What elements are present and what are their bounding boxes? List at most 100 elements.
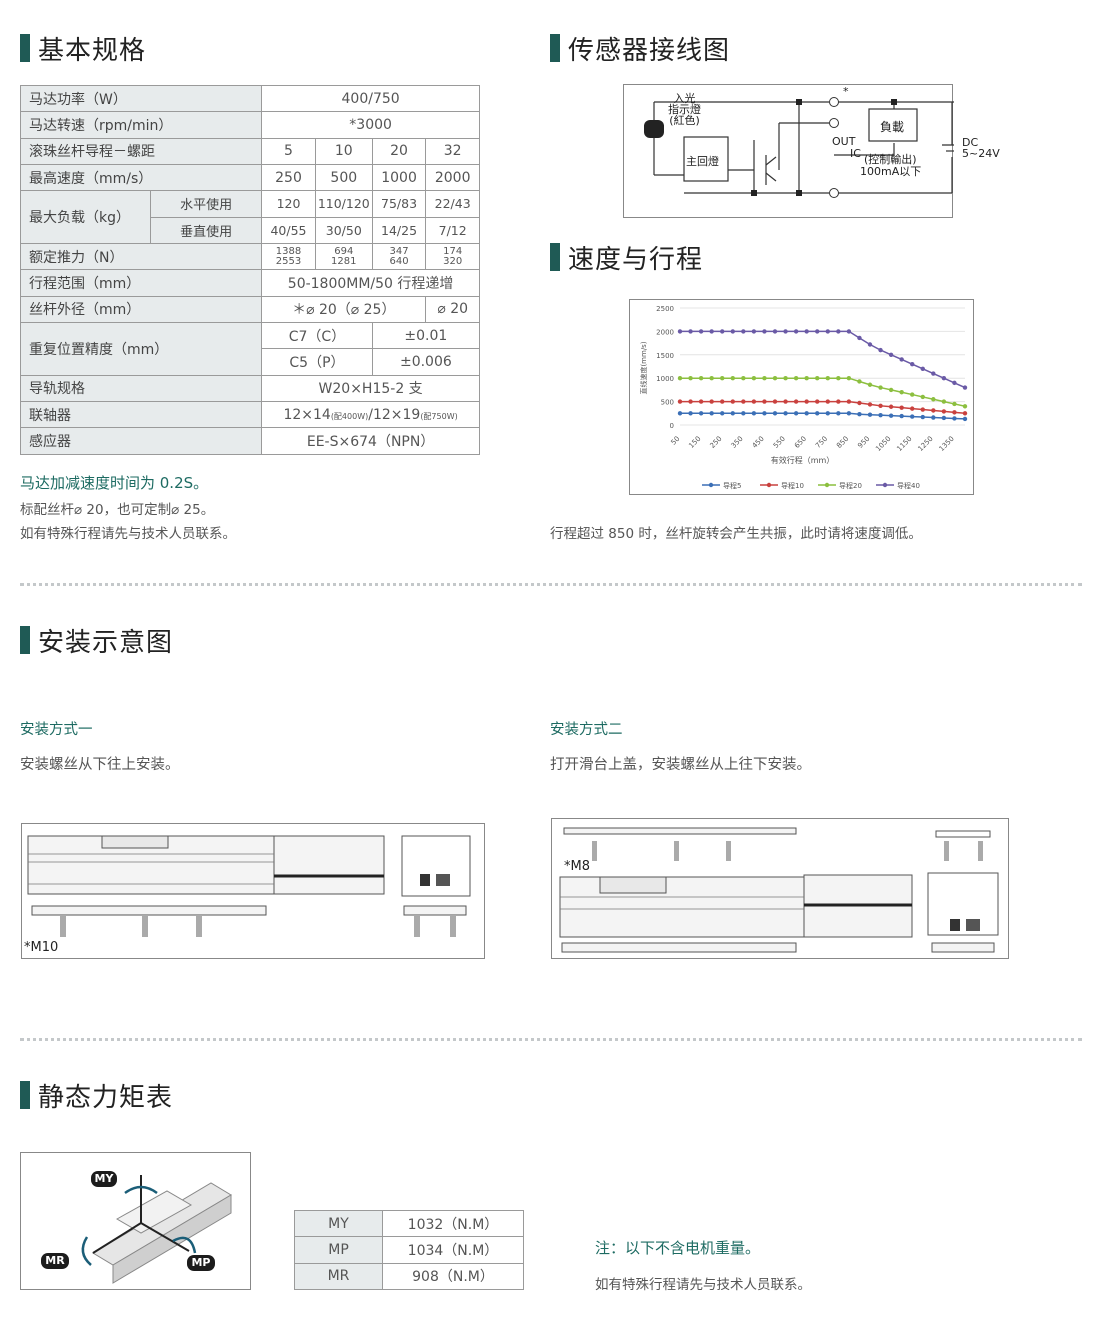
data-point	[941, 409, 947, 414]
row-label-group: 最大负载（kg） 水平使用 垂直使用	[19, 190, 263, 245]
legend-marker	[824, 482, 830, 488]
data-point	[720, 329, 725, 334]
title-bar	[550, 243, 560, 271]
data-point	[952, 380, 957, 386]
legend-label: 导程20	[839, 481, 862, 490]
cell: 1032（N.M）	[382, 1209, 524, 1238]
indicator-label: 入光 指示燈 (紅色)	[668, 92, 701, 127]
data-point	[846, 376, 852, 381]
row-label: 最大负载（kg）	[21, 191, 151, 244]
y-tick-label: 1000	[656, 375, 674, 383]
note-accel: 马达加减速度时间为 0.2S。	[20, 474, 209, 492]
note-weight: 注：以下不含电机重量。	[595, 1239, 761, 1257]
data-point	[952, 416, 957, 421]
moment-table: MY 1032（N.M） MP 1034（N.M） MR 908（N.M）	[294, 1209, 524, 1290]
data-point	[709, 329, 714, 334]
cell: 7/12	[425, 216, 480, 245]
cell: ⌀ 20	[425, 295, 480, 324]
cell: 50-1800MM/50 行程递增	[261, 269, 480, 297]
sub-label: 垂直使用	[180, 224, 233, 240]
data-point	[751, 376, 757, 381]
load-label: 負載	[880, 120, 905, 134]
data-point	[688, 376, 693, 381]
mp-label: MP	[191, 1256, 211, 1269]
table-row: MY 1032（N.M）	[294, 1209, 524, 1238]
wiring-svg	[644, 97, 954, 198]
data-point	[899, 405, 904, 410]
moment-diagram: MY MR MP	[20, 1152, 251, 1290]
install-drawing-1: *M10	[21, 823, 485, 959]
data-point	[952, 410, 957, 415]
data-point	[941, 415, 947, 421]
data-point	[878, 412, 883, 418]
data-point	[825, 411, 830, 416]
x-tick-label: 650	[793, 435, 808, 450]
data-point	[751, 411, 757, 416]
data-point	[931, 415, 936, 420]
note-screw: 标配丝杆⌀ 20，也可定制⌀ 25。	[20, 502, 215, 518]
data-point	[910, 406, 915, 411]
install-method2-desc: 打开滑台上盖，安装螺丝从上往下安装。	[550, 757, 811, 773]
drawing-svg	[559, 827, 999, 953]
data-point	[698, 329, 704, 334]
data-point	[688, 329, 693, 334]
data-point	[836, 411, 841, 416]
data-point	[878, 347, 883, 353]
my-label: MY	[94, 1172, 114, 1185]
data-point	[931, 397, 936, 402]
data-point	[751, 399, 757, 404]
table-row: C5（P） ±0.006	[21, 348, 481, 376]
title-bar	[20, 34, 30, 62]
legend-marker	[882, 482, 888, 488]
section-title-text: 传感器接线图	[568, 35, 731, 66]
cell: 10	[314, 137, 373, 165]
data-point	[888, 352, 894, 357]
table-row: 马达功率（W） 400/750	[19, 84, 480, 113]
data-point	[698, 411, 704, 416]
cell: ±0.01	[371, 322, 481, 350]
data-point	[920, 394, 925, 400]
data-point	[857, 412, 862, 417]
legend-marker	[766, 482, 772, 488]
legend-marker	[708, 482, 714, 488]
y-tick-label: 500	[661, 399, 674, 407]
out-label: OUT	[832, 135, 856, 148]
data-point	[888, 387, 894, 393]
data-point	[920, 407, 925, 412]
star-label: *	[843, 85, 849, 98]
divider	[20, 583, 1082, 586]
data-point	[793, 376, 799, 381]
note-contact: 如有特殊行程请先与技术人员联系。	[20, 526, 236, 542]
x-tick-label: 550	[772, 435, 787, 450]
cell: C7（C）	[261, 322, 373, 350]
table-row: 40/55 30/50 14/25 7/12	[21, 216, 480, 245]
table-row: 行程范围（mm） 50-1800MM/50 行程递增	[19, 269, 480, 297]
y-tick-label: 2000	[656, 328, 674, 336]
data-point	[857, 335, 862, 341]
row-label: 导轨规格	[19, 374, 263, 402]
x-tick-label: 1050	[874, 435, 892, 453]
cell: *3000	[261, 111, 480, 139]
section-title-text: 速度与行程	[568, 244, 704, 275]
cell: 22/43	[425, 190, 480, 218]
dc-label: DC 5~24V	[962, 136, 1000, 160]
data-point	[962, 416, 968, 422]
data-point	[741, 411, 746, 416]
data-point	[941, 376, 947, 381]
bolt-label-m8: *M8	[564, 859, 590, 874]
table-row: 丝杆外径（mm） ＊⌀ 20（⌀ 25） ⌀ 20	[19, 295, 480, 324]
title-bar	[20, 1081, 30, 1109]
data-point	[783, 399, 788, 404]
x-tick-label: 1350	[938, 435, 956, 453]
table-row: 马达转速（rpm/min） *3000	[19, 111, 480, 139]
data-point	[762, 399, 767, 404]
data-point	[783, 411, 788, 416]
x-tick-label: 250	[709, 435, 724, 450]
data-point	[772, 329, 778, 334]
data-point	[730, 329, 735, 334]
data-point	[888, 413, 894, 418]
